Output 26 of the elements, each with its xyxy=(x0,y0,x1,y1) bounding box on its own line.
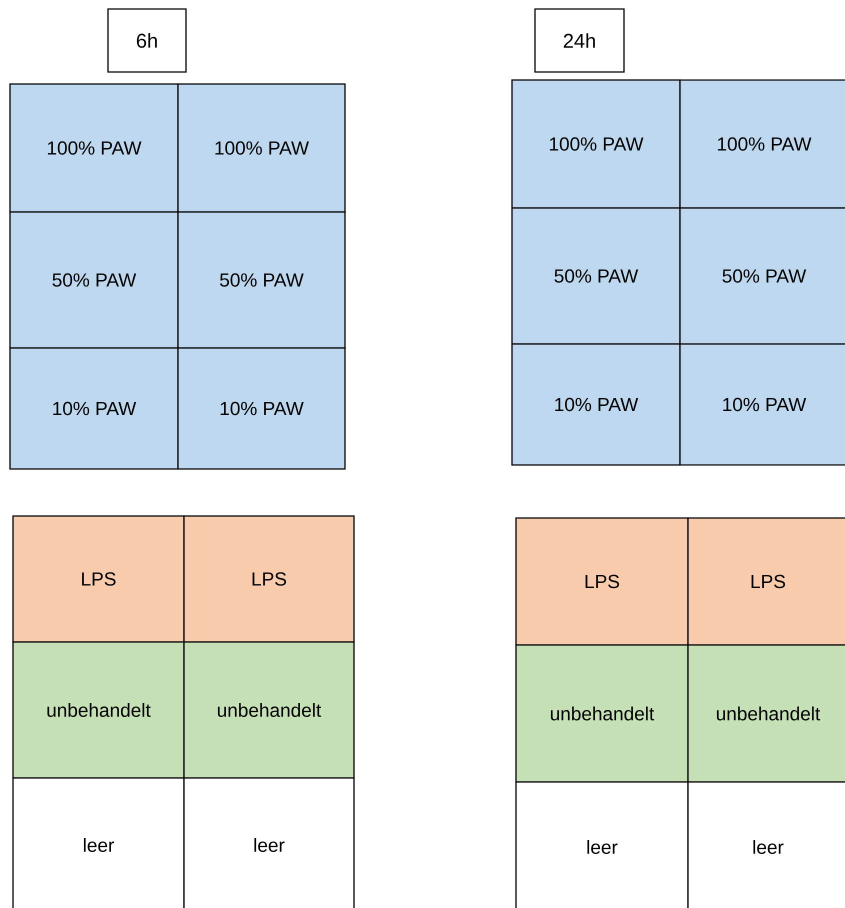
plate-well: 50% PAW xyxy=(9,211,179,349)
plate-well: 10% PAW xyxy=(177,347,346,470)
plate-well: 10% PAW xyxy=(511,343,681,466)
label-box: 6h xyxy=(107,8,187,73)
plate-well: unbehandelt xyxy=(183,641,355,779)
plate-well: unbehandelt xyxy=(687,644,845,783)
plate-well: 100% PAW xyxy=(177,83,346,213)
plate-well: 50% PAW xyxy=(511,207,681,345)
plate-well: LPS xyxy=(687,517,845,646)
plate-well: 10% PAW xyxy=(679,343,845,466)
plate-well: 50% PAW xyxy=(177,211,346,349)
plate-well: leer xyxy=(515,781,689,908)
plate-well: leer xyxy=(687,781,845,908)
label-box: 24h xyxy=(534,8,625,73)
plate-well: 10% PAW xyxy=(9,347,179,470)
plate-well: leer xyxy=(183,777,355,908)
plate-well: 50% PAW xyxy=(679,207,845,345)
plate-well: leer xyxy=(12,777,185,908)
plate-well: 100% PAW xyxy=(9,83,179,213)
plate-well: unbehandelt xyxy=(12,641,185,779)
plate-well: 100% PAW xyxy=(679,79,845,209)
plate-well: 100% PAW xyxy=(511,79,681,209)
plate-well: LPS xyxy=(12,515,185,643)
plate-well: LPS xyxy=(183,515,355,643)
plate-well: LPS xyxy=(515,517,689,646)
plate-well: unbehandelt xyxy=(515,644,689,783)
